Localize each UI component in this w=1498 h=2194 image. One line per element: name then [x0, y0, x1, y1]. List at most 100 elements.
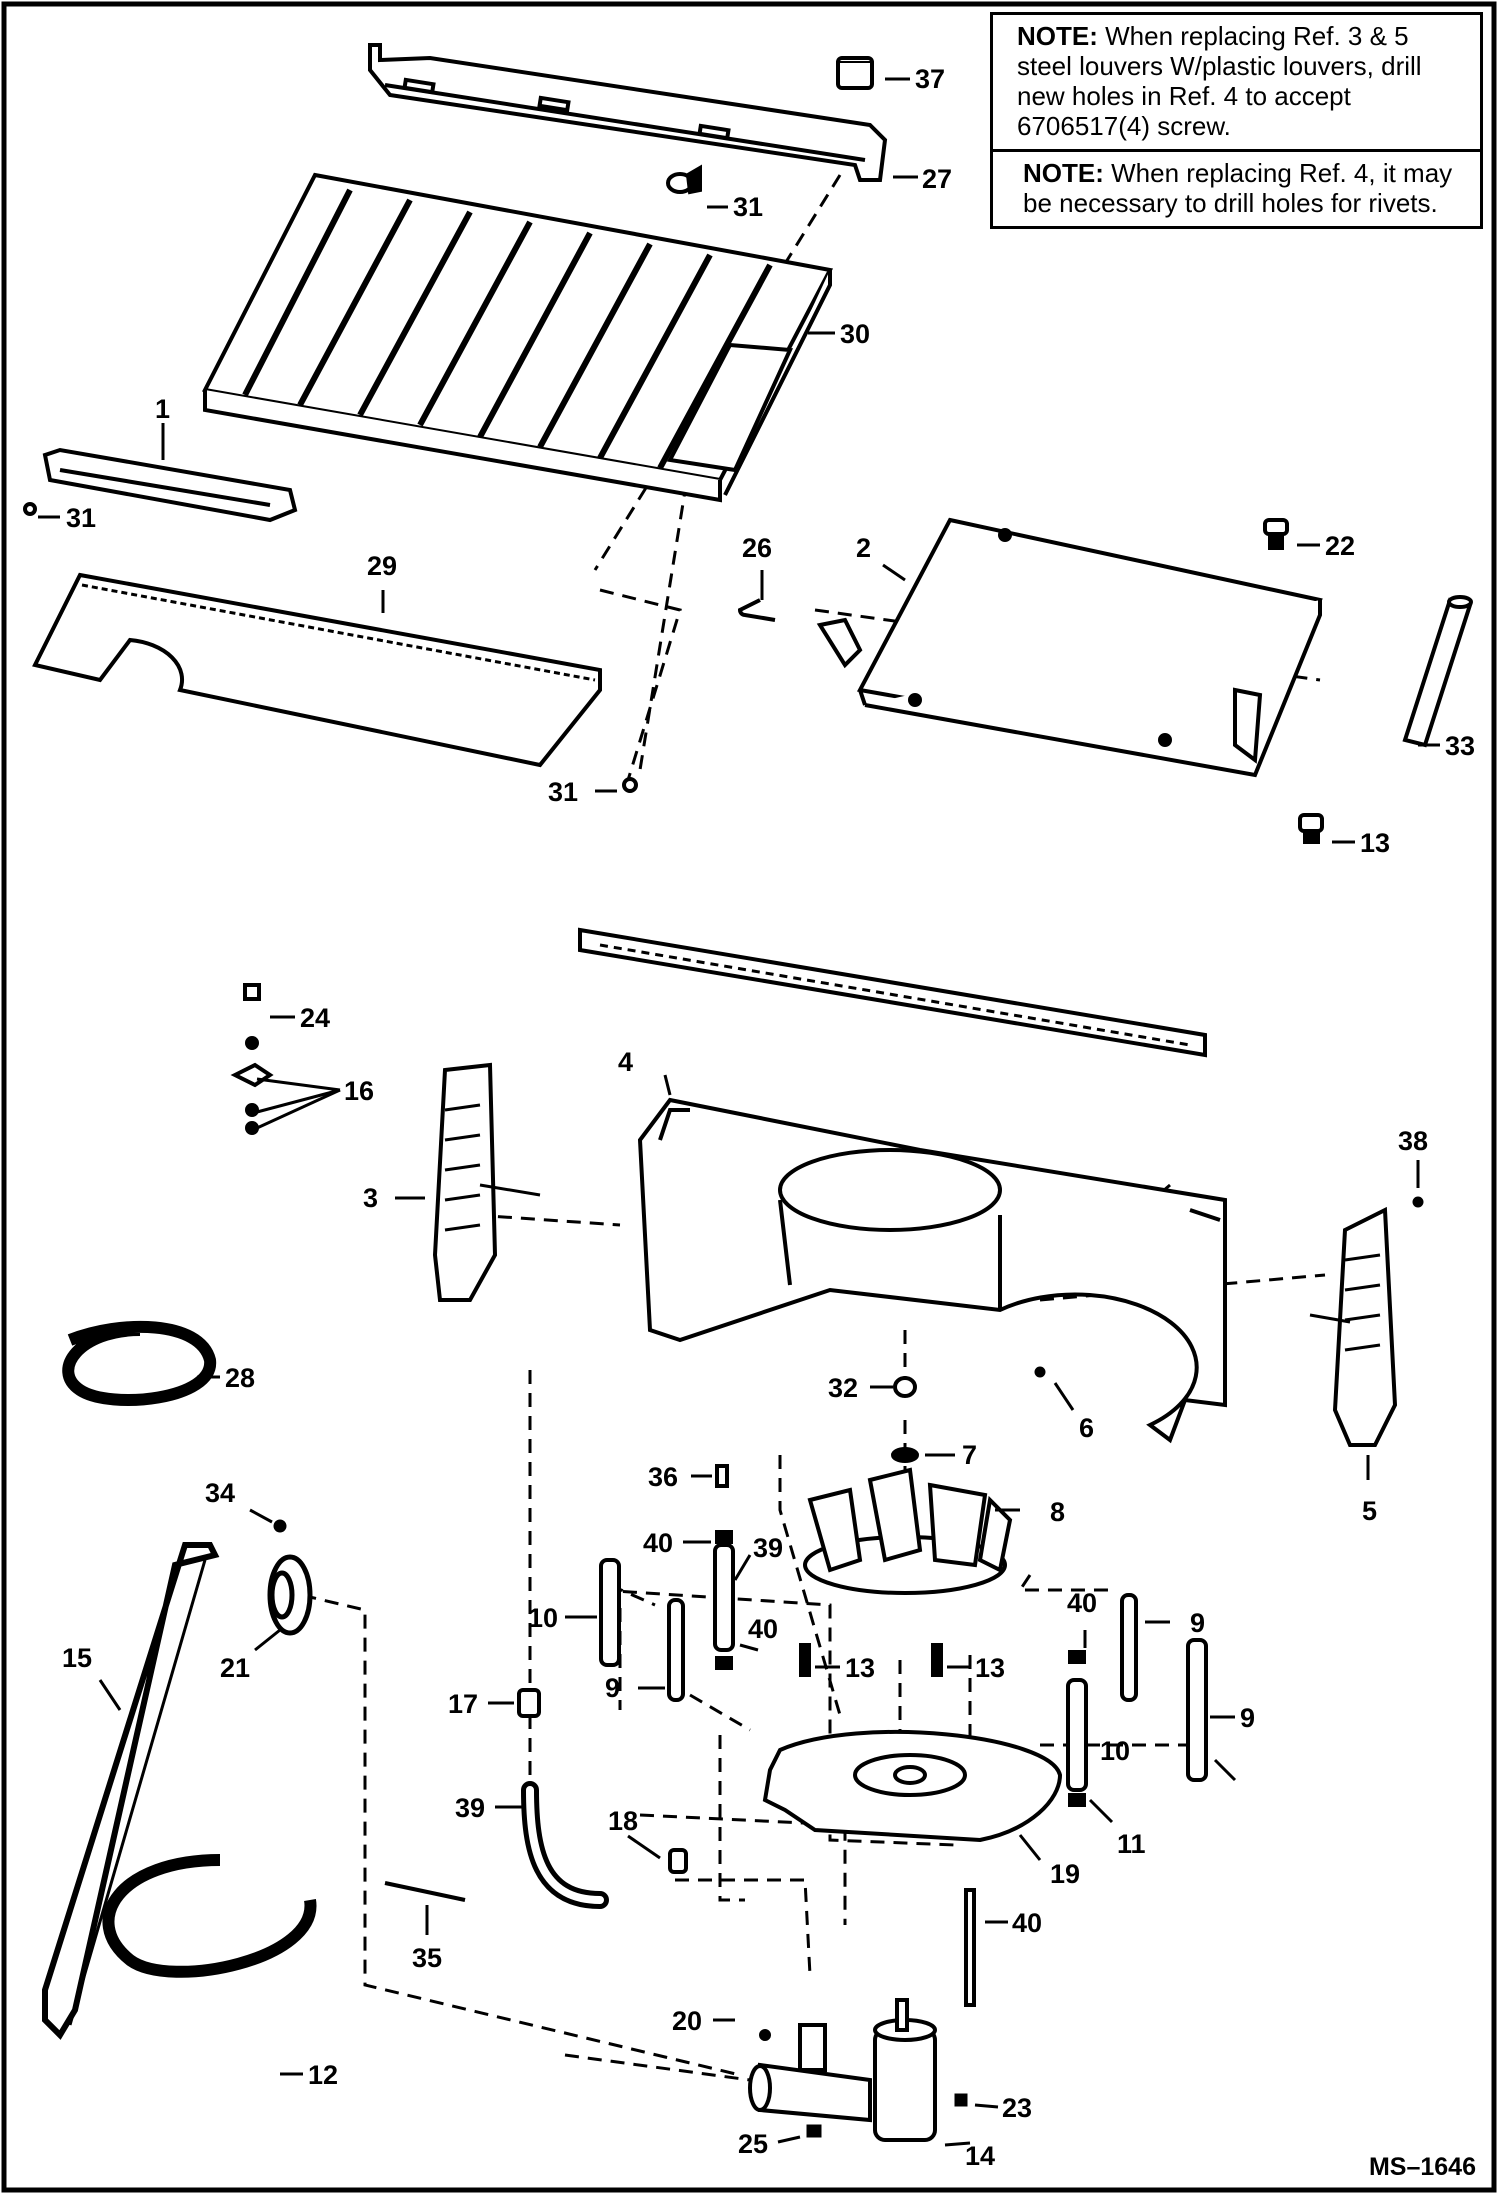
- callout: 23: [1002, 2093, 1032, 2123]
- callout: 26: [742, 533, 772, 563]
- note-label: NOTE:: [1017, 21, 1098, 51]
- part-fan-8: [803, 1467, 1013, 1595]
- part-rail: [578, 927, 1207, 1058]
- callout: 28: [225, 1363, 255, 1393]
- part-nuts-25: [806, 2093, 968, 2138]
- callout: 22: [1325, 531, 1355, 561]
- part-belt-15: [42, 1542, 220, 2040]
- part-screw-6: [1034, 1366, 1046, 1378]
- callout: 13: [1360, 828, 1390, 858]
- callout: 13: [845, 1653, 875, 1683]
- part-rod-33: [1402, 595, 1473, 748]
- callout: 34: [205, 1478, 235, 1508]
- part-plate-11: [762, 1730, 1063, 1843]
- part-bolt-35: [964, 1888, 976, 2007]
- part-screw-31-top: [666, 164, 702, 195]
- part-hose-23: [102, 1854, 317, 1978]
- callout: 21: [220, 1653, 250, 1683]
- part-bracket-27: [368, 43, 888, 182]
- callout: 1: [155, 394, 170, 424]
- callout: 16: [344, 1076, 374, 1106]
- callout: 31: [548, 777, 578, 807]
- part-washer-32-7: [891, 1376, 919, 1463]
- part-screw-22: [1263, 518, 1289, 550]
- document-id: MS–1646: [1368, 2153, 1476, 2181]
- callout: 40: [748, 1614, 778, 1644]
- part-pump-14: [748, 1998, 937, 2142]
- callout: 37: [915, 64, 945, 94]
- part-spacer-36: [715, 1464, 729, 1488]
- part-screw-38: [1412, 1196, 1424, 1208]
- part-shroud-4: [637, 1097, 1227, 1444]
- part-tray-2: [816, 517, 1323, 778]
- part-spacer-stack-left: [599, 1530, 735, 1702]
- part-bracket-1: [42, 447, 298, 523]
- callout: 10: [528, 1603, 558, 1633]
- part-screw-31-bottom: [622, 777, 638, 793]
- part-screw-37: [836, 56, 874, 90]
- note-louvers: NOTE: When replacing Ref. 3 & 5 steel lo…: [993, 15, 1480, 149]
- part-hose-18-inner: [526, 1786, 604, 1904]
- callout: 17: [448, 1689, 478, 1719]
- callout: 11: [1117, 1829, 1146, 1859]
- note-rivets: NOTE: When replacing Ref. 4, it may be n…: [993, 149, 1480, 226]
- callout: 7: [962, 1440, 977, 1470]
- callout: 14: [965, 2141, 995, 2171]
- callout: 8: [1050, 1497, 1065, 1527]
- callout: 38: [1398, 1126, 1428, 1156]
- part-screw-13-top: [1298, 813, 1324, 844]
- callout: 12: [308, 2060, 338, 2090]
- part-hose-18: [521, 1781, 609, 1909]
- callout: 15: [62, 1643, 92, 1673]
- callout: 18: [608, 1806, 638, 1836]
- part-fitting-17: [517, 1688, 541, 1718]
- callout: 39: [753, 1533, 783, 1563]
- callout: 32: [828, 1373, 858, 1403]
- part-pulley-21: [267, 1519, 313, 1636]
- part-screws-13: [799, 1643, 943, 1677]
- callout: 10: [1100, 1736, 1130, 1766]
- part-louver-frame-30: [201, 172, 834, 503]
- part-hose-28: [62, 1320, 217, 1406]
- note-label: NOTE:: [1023, 158, 1104, 188]
- part-rod-20: [384, 1881, 466, 1902]
- callout: 20: [672, 2006, 702, 2036]
- callout: 31: [733, 192, 763, 222]
- callout: 33: [1445, 731, 1475, 761]
- callout: 9: [1240, 1703, 1255, 1733]
- callout: 13: [975, 1653, 1005, 1683]
- callout: 39: [455, 1793, 485, 1823]
- part-screw-31-left: [23, 502, 37, 516]
- callout: 40: [1067, 1588, 1097, 1618]
- part-clip-26: [737, 598, 776, 622]
- note-text: When replacing Ref. 3 & 5 steel louvers …: [1017, 21, 1422, 141]
- callout: 24: [300, 1003, 330, 1033]
- callout: 6: [1079, 1413, 1094, 1443]
- callout: 2: [856, 533, 871, 563]
- callout: 5: [1362, 1496, 1377, 1526]
- note-text: When replacing Ref. 4, it may be necessa…: [1023, 158, 1453, 218]
- callout-leaders: [38, 77, 1440, 2147]
- callout: 4: [618, 1047, 633, 1077]
- callout: 3: [363, 1183, 378, 1213]
- callout: 9: [1190, 1608, 1205, 1638]
- part-louver-3: [432, 1062, 541, 1302]
- part-spacer-stack-right: [1066, 1593, 1208, 1807]
- notes-panel: NOTE: When replacing Ref. 3 & 5 steel lo…: [990, 12, 1483, 229]
- callout-labels: 37 27 31 30 1 31 29 31 26 2 22 33 13 24 …: [62, 64, 1475, 2171]
- callout: 9: [605, 1673, 620, 1703]
- part-panel-29: [32, 572, 602, 768]
- callout: 27: [922, 164, 952, 194]
- callout: 19: [1050, 1859, 1080, 1889]
- callout: 31: [66, 503, 96, 533]
- callout: 40: [643, 1528, 673, 1558]
- callout: 30: [840, 319, 870, 349]
- part-louver-5: [1309, 1206, 1398, 1447]
- callout: 40: [1012, 1908, 1042, 1938]
- callout: 25: [738, 2129, 768, 2159]
- callout: 29: [367, 551, 397, 581]
- part-fitting-19: [668, 1848, 688, 1874]
- callout: 35: [412, 1943, 442, 1973]
